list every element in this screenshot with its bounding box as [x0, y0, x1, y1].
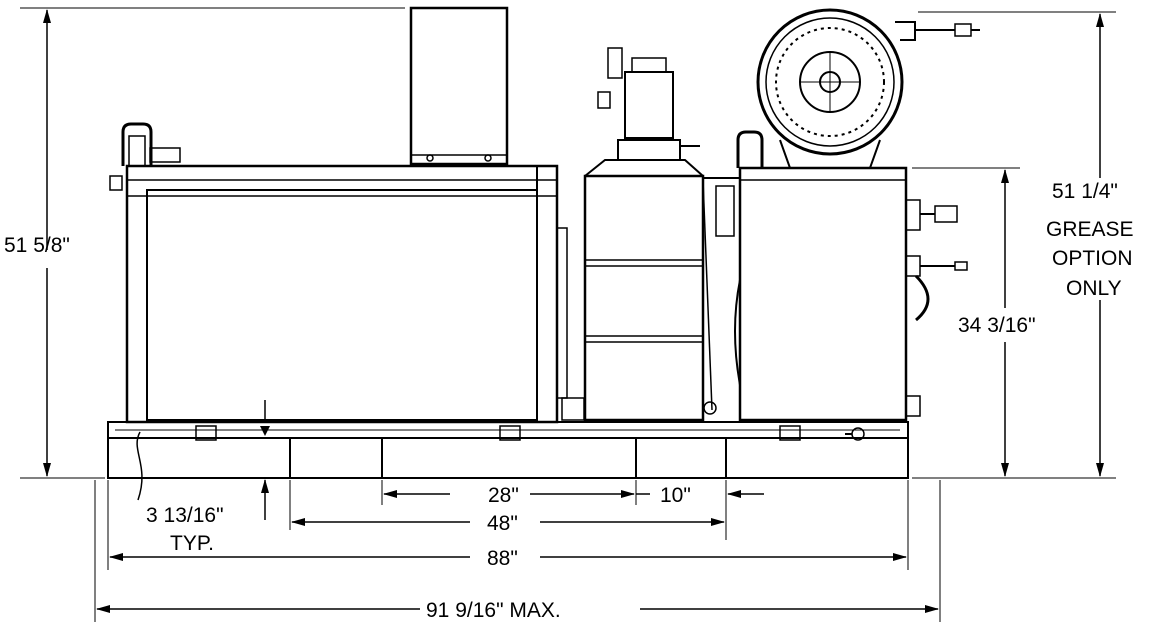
pocket-spacing-outer-label: 48": [487, 512, 518, 535]
control-box: [409, 6, 509, 166]
pocket-width-label: 10": [660, 484, 691, 507]
storage-tank: [109, 122, 585, 436]
dimension-grease-height: [912, 11, 1116, 479]
skid-height-label: 3 13/16": [146, 504, 224, 527]
cabinet-height-label: 34 3/16": [958, 314, 1036, 337]
dimension-cabinet-height: [912, 167, 1020, 477]
dimension-overall-height: [20, 7, 405, 479]
overall-height-label: 51 5/8": [4, 234, 70, 257]
max-length-label: 91 9/16" MAX.: [426, 599, 561, 622]
pocket-spacing-inner-label: 28": [488, 484, 519, 507]
dimension-pocket-spacing-inner: [289, 480, 764, 540]
grease-height-label-option: OPTION: [1052, 247, 1133, 270]
hose-reel: [756, 8, 980, 169]
pump-cabinet: [734, 130, 968, 422]
dimension-max-length: [94, 480, 941, 622]
grease-drum-pump: [583, 47, 740, 422]
dimension-base-length: [107, 480, 909, 570]
base-length-label: 88": [487, 547, 518, 570]
grease-height-label-only: ONLY: [1066, 277, 1122, 300]
grease-height-label: 51 1/4": [1052, 180, 1118, 203]
skid-height-label-typ: TYP.: [170, 532, 214, 555]
grease-height-label-grease: GREASE: [1046, 218, 1134, 241]
